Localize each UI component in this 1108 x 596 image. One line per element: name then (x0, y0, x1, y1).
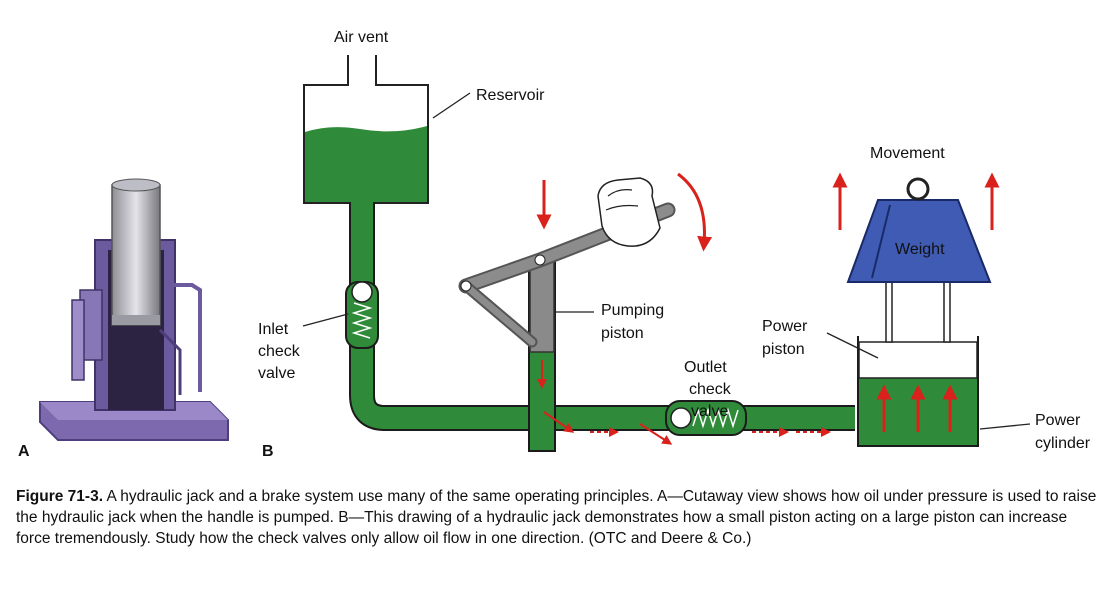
figure-caption: Figure 71-3. A hydraulic jack and a brak… (16, 486, 1098, 549)
power-piston-label-line-2: piston (762, 341, 805, 358)
reservoir-oil (305, 126, 427, 202)
weight-ring (906, 177, 930, 201)
hydraulic-circuit (303, 55, 992, 452)
callout-leaders (302, 92, 1031, 430)
power-piston-label-line-1: Power (762, 318, 808, 335)
outlet-check-valve-label-line-2: check (689, 381, 732, 398)
outlet-check-valve-label-line-1: Outlet (684, 359, 727, 376)
air-vent-label: Air vent (334, 29, 389, 46)
movement-label: Movement (870, 145, 945, 162)
weight-label: Weight (895, 241, 945, 258)
hydraulic-jack-diagram: A B (18, 29, 1091, 460)
air-vent (347, 55, 377, 85)
outlet-check-valve-label-line-3: valve (691, 403, 728, 420)
pumping-piston-label-line-1: Pumping (601, 302, 664, 319)
panel-a-label: A (18, 443, 30, 460)
inlet-check-valve-label-line-1: Inlet (258, 321, 289, 338)
power-cylinder-label-line-1: Power (1035, 412, 1081, 429)
weight-block (846, 199, 992, 283)
flow-arrows (536, 172, 1000, 445)
caption-text: A hydraulic jack and a brake system use … (16, 488, 1097, 547)
jack-cutaway-illustration (39, 178, 229, 441)
reservoir-label: Reservoir (476, 87, 545, 104)
hand-illustration (597, 177, 661, 247)
pumping-piston (529, 257, 555, 353)
power-cylinder-label-line-2: cylinder (1035, 435, 1091, 452)
pumping-piston-label-line-2: piston (601, 325, 644, 342)
figure-number: Figure 71-3. (16, 488, 103, 505)
panel-b-label: B (262, 443, 274, 460)
power-piston (858, 341, 978, 379)
inlet-check-valve-label-line-2: check (258, 343, 301, 360)
inlet-check-valve-label-line-3: valve (258, 365, 295, 382)
